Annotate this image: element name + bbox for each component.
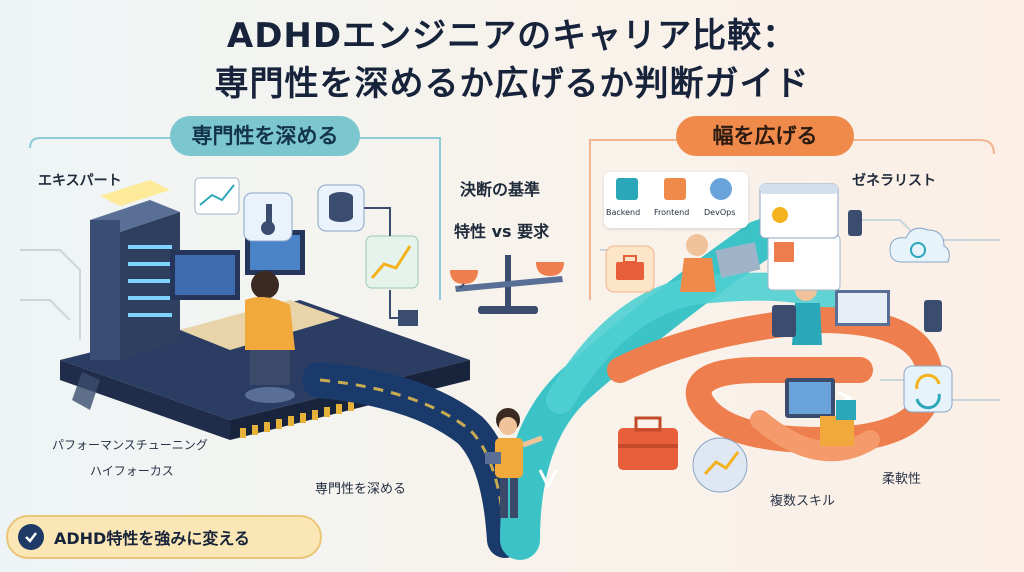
hyperfocus-label: ハイフォーカス (90, 464, 174, 478)
broaden-pill: 幅を広げる (676, 116, 854, 156)
left-panel-frame (29, 137, 441, 300)
tech-stack-card: Backend Frontend DevOps (604, 172, 748, 228)
stack-label-backend: Backend (606, 208, 641, 217)
title-line-2: 専門性を深めるか広げるか判断ガイド (214, 64, 810, 104)
tuning-label: パフォーマンスチューニング (52, 438, 208, 452)
crossroads-person (485, 408, 543, 518)
title-line-1: ADHDエンジニアのキャリア比較： (226, 16, 798, 56)
deepen-pill: 専門性を深める (170, 116, 360, 156)
badge-label: ADHD特性を強みに変える (54, 529, 250, 548)
browser-window-icon (759, 183, 839, 239)
backend-icon (616, 178, 638, 200)
generalist-people (680, 210, 942, 345)
growth-chart-icon (692, 437, 748, 493)
expert-label: エキスパート (38, 173, 122, 189)
criteria-subtitle: 特性 vs 要求 (454, 222, 550, 241)
generalist-label: ゼネラリスト (852, 173, 936, 189)
refresh-icon (903, 365, 953, 413)
stack-label-devops: DevOps (704, 208, 736, 217)
right-panel-frame (589, 139, 995, 300)
devops-icon (710, 178, 732, 200)
flexibility-label: 柔軟性 (882, 472, 922, 487)
left-floating-icons (72, 177, 419, 410)
expert-person (245, 271, 295, 403)
criteria-title: 決断の基準 (460, 180, 541, 199)
deepen-road-label: 専門性を深める (315, 482, 407, 497)
large-toolbox-icon (618, 416, 678, 470)
code-monitor-icon (785, 378, 856, 446)
adhd-strength-badge: ADHD特性を強みに変える (6, 515, 322, 559)
balance-scale-icon (450, 255, 564, 314)
server-tower (90, 180, 180, 360)
frontend-icon (664, 178, 686, 200)
cloud-sync-icon (889, 227, 950, 263)
checkmark-icon (18, 524, 44, 550)
deepen-road (302, 362, 523, 558)
multi-skill-label: 複数スキル (770, 494, 836, 509)
stack-label-frontend: Frontend (654, 208, 690, 217)
toolbox-icon (605, 245, 655, 293)
